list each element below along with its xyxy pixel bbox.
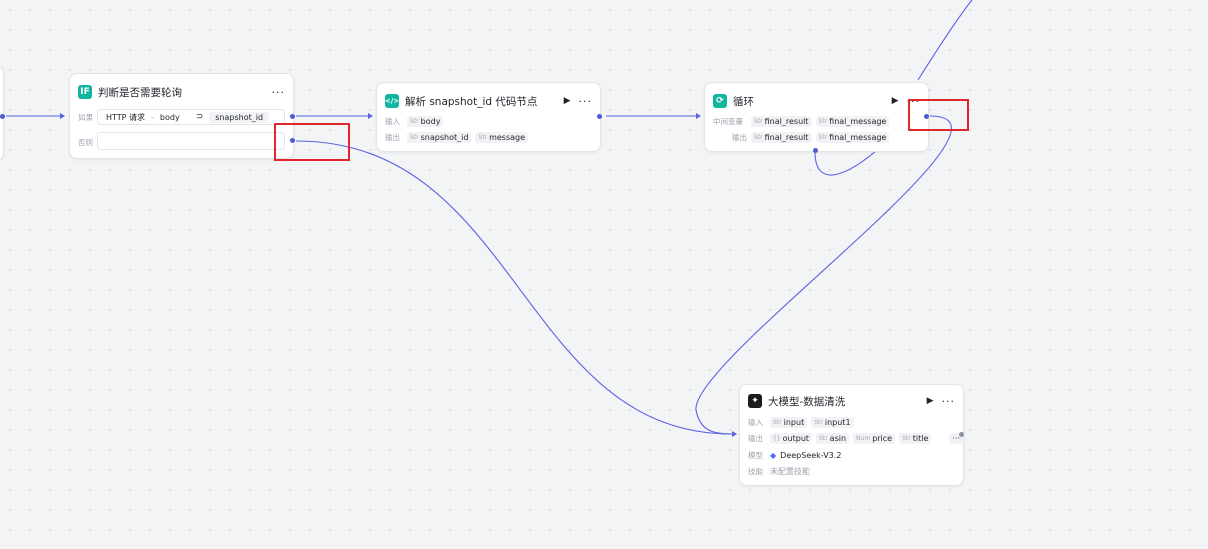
loop-icon: ⟳ (713, 94, 727, 108)
llm-run-button[interactable]: ▶ (926, 396, 934, 406)
cond-source: HTTP 请求 (106, 112, 146, 122)
cond-separator: - (151, 112, 154, 122)
highlight-else-port (274, 123, 350, 161)
loop-output-port[interactable] (924, 114, 929, 119)
edge-loop-exit (917, 0, 973, 81)
llm-skill-label: 技能 (748, 467, 763, 476)
llm-model-label: 模型 (748, 451, 763, 460)
cond-operator: ⊃ (195, 112, 204, 122)
cond-value: snapshot_id (209, 111, 270, 123)
start-node-stub[interactable] (0, 66, 4, 160)
code-run-button[interactable]: ▶ (563, 96, 571, 106)
code-more-button[interactable]: ··· (578, 94, 592, 108)
code-icon: </> (385, 94, 399, 108)
if-condition-field[interactable]: HTTP 请求 - body ⊃ snapshot_id (97, 109, 285, 125)
llm-output-label: 输出 (748, 434, 763, 443)
llm-node-title: 大模型-数据清洗 (768, 395, 846, 408)
llm-icon: ✦ (748, 394, 762, 408)
code-output-label: 输出 (385, 133, 400, 142)
llm-input-label: 输入 (748, 418, 763, 427)
deepseek-icon: ◆ (770, 451, 777, 460)
loop-node-title: 循环 (733, 95, 754, 108)
llm-output-tag: {}output (770, 433, 813, 444)
loop-body-port[interactable] (813, 148, 818, 153)
llm-more-button[interactable]: ··· (941, 394, 955, 408)
start-node-output-port[interactable] (0, 114, 5, 119)
condition-else-port[interactable] (290, 138, 295, 143)
else-label: 否则 (78, 138, 93, 147)
else-branch-field[interactable] (97, 132, 285, 150)
highlight-loop-port (908, 99, 969, 131)
if-icon: IF (78, 85, 92, 99)
condition-if-port[interactable] (290, 114, 295, 119)
llm-outputs-more-button[interactable]: ··· (949, 433, 964, 444)
loop-output-label: 输出 (732, 133, 747, 142)
code-output-port[interactable] (597, 114, 602, 119)
if-label: 如果 (78, 113, 93, 122)
llm-model-name[interactable]: DeepSeek-V3.2 (780, 451, 842, 460)
condition-more-button[interactable]: ··· (271, 85, 285, 99)
loop-run-button[interactable]: ▶ (891, 96, 899, 106)
edge-else-to-llm (295, 140, 733, 435)
condition-node[interactable]: IF 判断是否需要轮询 ··· 如果 HTTP 请求 - body ⊃ snap… (69, 73, 294, 159)
code-input-label: 输入 (385, 117, 400, 126)
condition-node-title: 判断是否需要轮询 (98, 86, 182, 99)
loop-vars-label: 中间变量 (713, 117, 743, 126)
cond-field: body (159, 112, 180, 122)
code-node-title: 解析 snapshot_id 代码节点 (405, 95, 538, 108)
llm-skill-value[interactable]: 未配置技能 (770, 467, 810, 476)
llm-output-port[interactable] (959, 432, 964, 437)
